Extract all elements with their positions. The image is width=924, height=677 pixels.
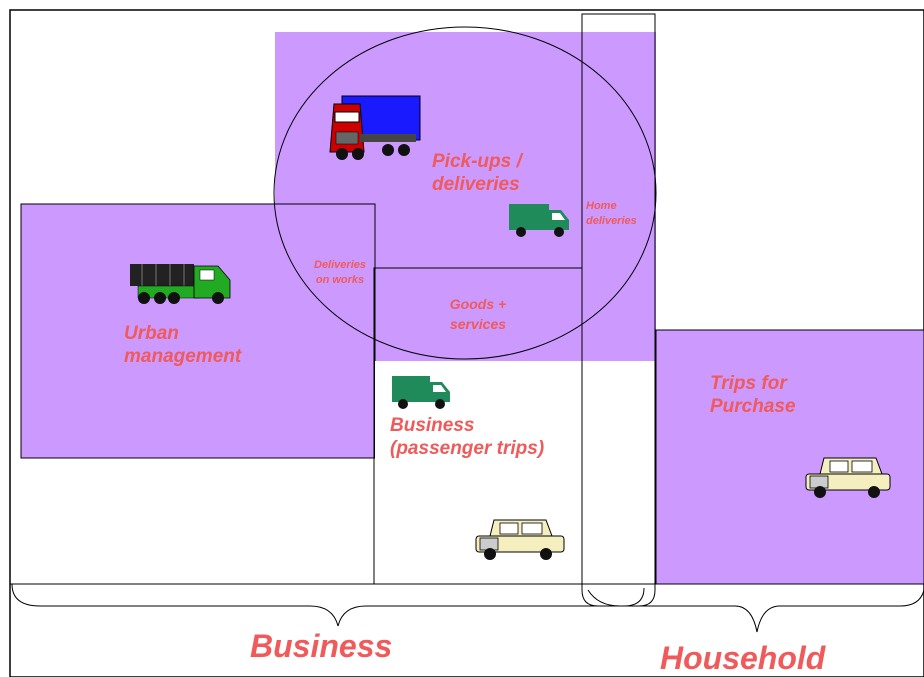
business-trips-line1: Business xyxy=(390,415,475,436)
deliveries-on-works-label: Deliveries on works xyxy=(300,258,380,288)
urban-management-label: Urban management xyxy=(124,322,241,368)
business-trips-line2: (passenger trips) xyxy=(390,438,545,459)
goods-services-line2: services xyxy=(449,316,507,332)
urban-management-region xyxy=(20,203,376,459)
trips-purchase-line1: Trips for xyxy=(710,373,787,394)
delivery-van-icon xyxy=(392,376,450,409)
business-trips-label: Business (passenger trips) xyxy=(390,414,544,460)
car-icon xyxy=(475,519,565,560)
pickups-deliveries-line2: deliveries xyxy=(432,174,520,195)
business-group-label: Business xyxy=(250,628,393,664)
goods-services-line1: Goods + xyxy=(449,296,507,312)
dump-truck-icon xyxy=(130,264,231,304)
urban-management-line2: management xyxy=(124,346,242,367)
pickups-deliveries-label: Pick-ups / deliveries xyxy=(432,150,522,196)
household-group-label: Household xyxy=(660,640,826,676)
truck-icon xyxy=(329,95,421,160)
delivery-van-icon xyxy=(509,204,569,237)
deliveries-on-works-line2: on works xyxy=(315,274,365,286)
home-deliveries-label: Home deliveries xyxy=(586,199,637,229)
goods-services-label: Goods + services xyxy=(420,294,536,334)
pickups-deliveries-line1: Pick-ups / xyxy=(432,151,522,172)
home-deliveries-line2: deliveries xyxy=(586,215,637,227)
household-brace xyxy=(587,589,924,633)
business-brace xyxy=(11,583,645,627)
car-icon xyxy=(805,457,891,498)
home-deliveries-line1: Home xyxy=(586,200,617,212)
trips-purchase-label: Trips for Purchase xyxy=(710,372,796,418)
trips-purchase-region xyxy=(655,329,924,585)
trips-purchase-line2: Purchase xyxy=(710,396,796,417)
pickups-ellipse xyxy=(273,26,657,360)
urban-management-line1: Urban xyxy=(124,323,179,344)
deliveries-on-works-line1: Deliveries xyxy=(314,259,366,271)
